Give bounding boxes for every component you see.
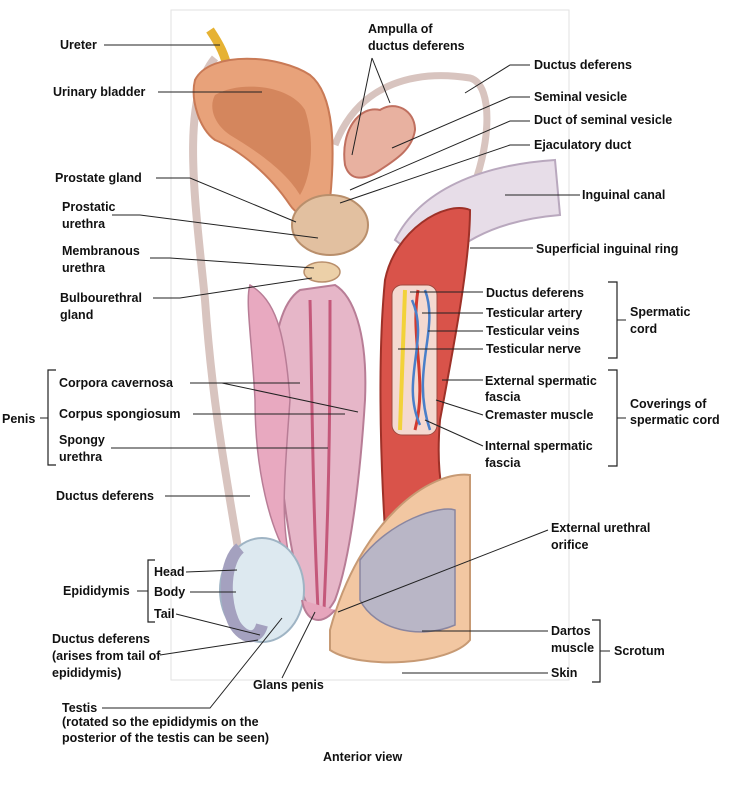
label-penis: Penis <box>2 412 35 426</box>
label-testicular-veins: Testicular veins <box>486 324 580 338</box>
label-testis-3: posterior of the testis can be seen) <box>62 731 269 745</box>
label-internal-spermatic-2: fascia <box>485 456 521 470</box>
label-external-spermatic-2: fascia <box>485 390 521 404</box>
glans-leader <box>281 611 316 679</box>
coverings-bracket <box>608 369 618 467</box>
bulbourethral-shape <box>303 261 341 283</box>
label-membranous-urethra-2: urethra <box>62 261 106 275</box>
label-dartos-2: muscle <box>551 641 594 655</box>
brackets <box>40 281 626 683</box>
label-epididymis: Epididymis <box>63 584 130 598</box>
label-ejaculatory-duct: Ejaculatory duct <box>534 138 632 152</box>
label-cremaster-muscle: Cremaster muscle <box>485 408 593 422</box>
epididymis-shape <box>220 543 268 643</box>
label-testis-1: Testis <box>62 701 97 715</box>
glans-shape <box>301 599 336 622</box>
dd-top-leader <box>464 64 530 94</box>
spongy-urethra-shape <box>308 299 332 611</box>
label-prostatic-urethra-1: Prostatic <box>62 200 116 214</box>
label-inguinal-canal: Inguinal canal <box>582 188 665 202</box>
label-body: Body <box>154 585 185 599</box>
label-coverings-2: spermatic cord <box>630 413 720 427</box>
label-dartos-1: Dartos <box>551 624 591 638</box>
seminal-vesicle-leader <box>391 96 530 149</box>
int-fascia-leader <box>424 419 484 447</box>
label-duct-seminal-vesicle: Duct of seminal vesicle <box>534 113 672 127</box>
label-prostate-gland: Prostate gland <box>55 171 142 185</box>
nerve-shape <box>398 289 407 431</box>
label-dd-tail-3: epididymis) <box>52 666 121 680</box>
cremaster-leader <box>435 399 484 416</box>
left-testis-shape <box>219 537 305 643</box>
label-scrotum: Scrotum <box>614 644 665 658</box>
spermatic-cord-bracket <box>608 281 618 359</box>
label-urinary-bladder: Urinary bladder <box>53 85 146 99</box>
label-bulbourethral-1: Bulbourethral <box>60 291 142 305</box>
label-testicular-artery: Testicular artery <box>486 306 582 320</box>
labels: Ureter Urinary bladder Ampulla of ductus… <box>2 22 720 764</box>
label-skin: Skin <box>551 666 577 680</box>
label-spongy-urethra-1: Spongy <box>59 433 105 447</box>
label-external-urethral-2: orifice <box>551 538 589 552</box>
artery-shape <box>413 289 422 431</box>
ampulla-leader-2 <box>371 57 391 104</box>
label-spermatic-cord-1: Spermatic <box>630 305 690 319</box>
testis-leader <box>102 617 283 709</box>
dd-tail-leader <box>159 639 259 656</box>
label-ureter: Ureter <box>60 38 97 52</box>
ejaculatory-leader <box>339 144 530 204</box>
label-external-spermatic-1: External spermatic <box>485 374 597 388</box>
membranous-leader <box>150 257 315 269</box>
label-coverings-1: Coverings of <box>630 397 707 411</box>
veins-shape <box>410 289 432 431</box>
label-dd-tail-1: Ductus deferens <box>52 632 150 646</box>
penis-bracket <box>47 369 56 466</box>
label-glans-penis: Glans penis <box>253 678 324 692</box>
label-spongy-urethra-2: urethra <box>59 450 103 464</box>
label-ampulla-2: ductus deferens <box>368 39 465 53</box>
ampulla-leader-1 <box>351 57 373 156</box>
label-seminal-vesicle: Seminal vesicle <box>534 90 627 104</box>
illustration <box>189 27 562 664</box>
label-head: Head <box>154 565 185 579</box>
bladder-inner-shape <box>212 86 312 195</box>
leader-lines <box>102 44 580 709</box>
seminal-vesicle-shape <box>343 105 417 179</box>
label-external-urethral-1: External urethral <box>551 521 650 535</box>
cc-leader-2 <box>221 382 359 413</box>
prostate-leader <box>156 177 297 223</box>
label-superficial-inguinal-ring: Superficial inguinal ring <box>536 242 678 256</box>
prostate-shape <box>291 194 369 256</box>
bulbourethral-leader <box>153 277 313 299</box>
right-testis-shape <box>359 508 456 633</box>
tail-leader <box>175 613 261 636</box>
label-testis-2: (rotated so the epididymis on the <box>62 715 259 729</box>
label-tail: Tail <box>154 607 175 621</box>
label-corpora-cavernosa: Corpora cavernosa <box>59 376 174 390</box>
label-prostatic-urethra-2: urethra <box>62 217 106 231</box>
label-anterior-view: Anterior view <box>323 750 402 764</box>
label-bulbourethral-2: gland <box>60 308 93 322</box>
head-leader <box>185 569 238 573</box>
label-ampulla-1: Ampulla of <box>368 22 433 36</box>
prostatic-urethra-leader <box>112 214 319 239</box>
label-membranous-urethra-1: Membranous <box>62 244 140 258</box>
label-testicular-nerve: Testicular nerve <box>486 342 581 356</box>
duct-sv-leader <box>349 120 530 191</box>
label-corpus-spongiosum: Corpus spongiosum <box>59 407 181 421</box>
right-ductus-deferens-shape <box>331 72 491 197</box>
label-internal-spermatic-1: Internal spermatic <box>485 439 593 453</box>
ext-urethral-leader <box>337 529 549 613</box>
label-ductus-deferens-top: Ductus deferens <box>534 58 632 72</box>
label-sc-ductus-deferens: Ductus deferens <box>486 286 584 300</box>
label-dd-tail-2: (arises from tail of <box>52 649 161 663</box>
label-spermatic-cord-2: cord <box>630 322 657 336</box>
left-ductus-deferens-shape <box>189 55 244 561</box>
label-ductus-deferens-mid: Ductus deferens <box>56 489 154 503</box>
